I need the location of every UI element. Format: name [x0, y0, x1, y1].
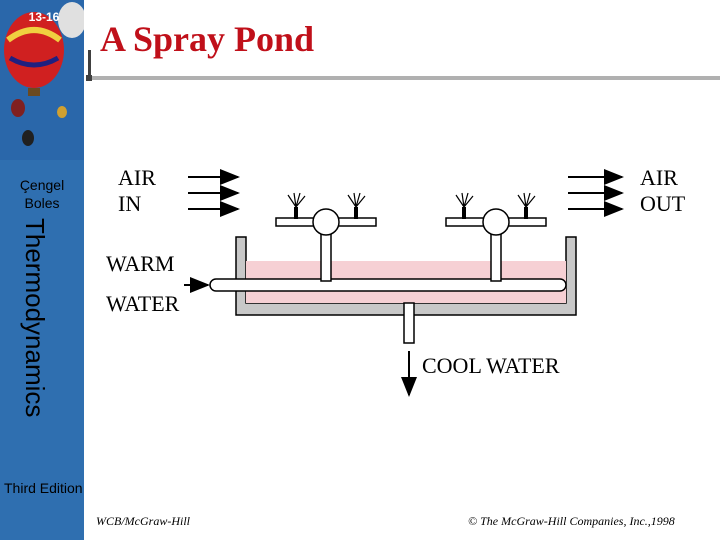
drain-pipe [403, 302, 415, 344]
right-spray-header [482, 208, 510, 236]
title-rule-corner [86, 75, 92, 81]
right-riser-pipe [490, 232, 502, 282]
warm-water-label-line2: WATER [106, 291, 180, 316]
left-spray-jet-2 [347, 192, 366, 208]
pond-basin [235, 236, 577, 316]
footer-publisher: WCB/McGraw-Hill [96, 514, 190, 528]
air-out-label-line2: OUT [640, 191, 686, 216]
left-nozzle-post-1 [294, 207, 298, 219]
sidebar: 13-16 Çengel Boles Thermodynamics Third … [0, 0, 84, 540]
right-spray-jet-2 [517, 192, 536, 208]
authors: Çengel Boles [0, 176, 84, 212]
spray-pond-diagram: AIR IN AIR OUT WARM WATER COOL WATER [106, 165, 686, 397]
book-title-wrap: Thermodynamics [20, 218, 50, 463]
author-cengel: Çengel [19, 177, 65, 193]
cool-water-label: COOL WATER [422, 353, 560, 378]
left-spray-jet-1 [287, 192, 306, 208]
slide-number: 13-16 [28, 10, 60, 24]
right-spray-jet-1 [455, 192, 474, 208]
air-in-label-line1: AIR [118, 165, 156, 190]
edition-label: Third Edition [4, 480, 83, 496]
warm-water-label-line1: WARM [106, 251, 174, 276]
title-vertical-rule [88, 50, 91, 78]
right-nozzle-post-2 [524, 207, 528, 219]
air-out-label-line1: AIR [640, 165, 678, 190]
air-in-label-line2: IN [118, 191, 141, 216]
distribution-pipe [209, 278, 567, 292]
book-title: Thermodynamics [20, 218, 50, 418]
left-nozzle-post-2 [354, 207, 358, 219]
footer-copyright: © The McGraw-Hill Companies, Inc.,1998 [468, 514, 675, 528]
left-spray-header [312, 208, 340, 236]
left-riser-pipe [320, 232, 332, 282]
author-boles: Boles [24, 195, 60, 211]
title-rule [90, 76, 720, 80]
hot-air-balloons-image [0, 0, 84, 160]
right-nozzle-post-1 [462, 207, 466, 219]
slide-title: A Spray Pond [100, 19, 315, 59]
